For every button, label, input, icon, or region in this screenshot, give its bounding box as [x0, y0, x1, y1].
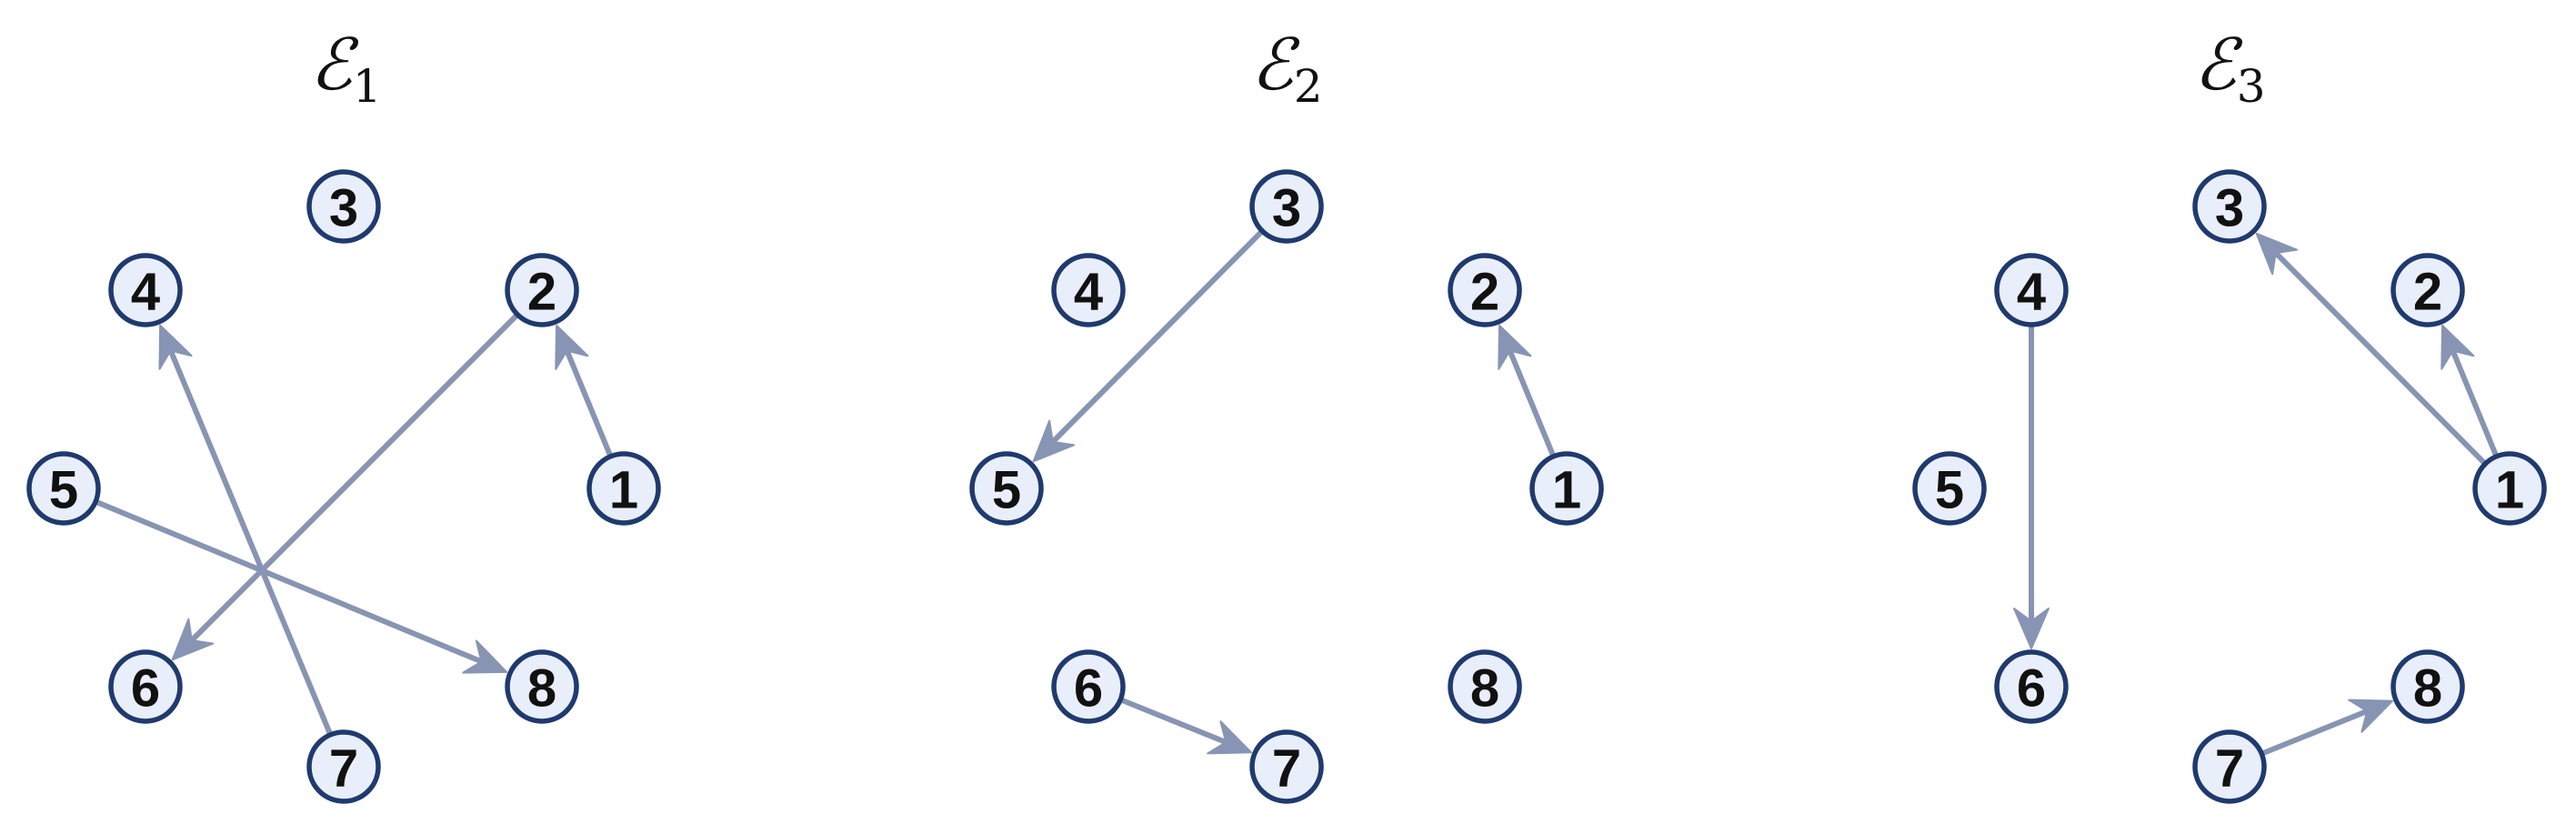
panel-title-sub: 2 — [1293, 60, 1323, 113]
edge-1-to-3 — [2255, 232, 2487, 466]
node-label: 4 — [2017, 263, 2046, 322]
node-3: 3 — [306, 169, 381, 244]
node-label: 5 — [1935, 461, 1964, 520]
node-2: 2 — [2391, 253, 2465, 327]
node-label: 8 — [1470, 659, 1499, 718]
node-label: 6 — [2017, 659, 2046, 718]
node-label: 5 — [49, 461, 78, 520]
panel-title-e2: ℰ2 — [1196, 20, 1378, 132]
node-label: 8 — [2413, 659, 2442, 718]
node-label: 8 — [527, 659, 556, 718]
node-label: 2 — [1470, 263, 1499, 322]
edge-7-to-8 — [2260, 698, 2394, 757]
panel-title-main: ℰ — [1250, 25, 1294, 106]
edge-1-to-2 — [2441, 324, 2499, 458]
node-5: 5 — [26, 451, 101, 526]
node-3: 3 — [1249, 169, 1324, 244]
node-4: 4 — [1051, 253, 1126, 327]
node-4: 4 — [1994, 253, 2069, 327]
panel-title-main: ℰ — [309, 25, 353, 106]
node-5: 5 — [969, 451, 1044, 526]
node-3: 3 — [2192, 169, 2267, 244]
node-label: 5 — [992, 461, 1021, 520]
panel-title-e3: ℰ3 — [2139, 20, 2320, 132]
node-label: 6 — [131, 659, 160, 718]
node-8: 8 — [505, 649, 579, 724]
panel-title-main: ℰ — [2193, 25, 2237, 106]
node-label: 7 — [2215, 739, 2244, 799]
edge-5-to-8 — [94, 499, 508, 674]
node-8: 8 — [1448, 649, 1522, 724]
node-label: 1 — [609, 461, 638, 520]
panel-graph-1: 1 2 3 4 5 6 7 8 — [26, 169, 661, 804]
node-label: 7 — [1272, 739, 1301, 799]
node-label: 6 — [1074, 659, 1103, 718]
node-7: 7 — [1249, 729, 1324, 804]
node-label: 2 — [2413, 263, 2442, 322]
node-label: 3 — [329, 179, 358, 238]
node-label: 3 — [1272, 179, 1301, 238]
node-8: 8 — [2391, 649, 2465, 724]
panel-graph-3: 1 2 3 4 5 6 7 8 — [1912, 169, 2547, 804]
edge-7-to-4 — [158, 324, 333, 737]
edge-4-to-6 — [2013, 324, 2050, 649]
node-6: 6 — [1051, 649, 1126, 724]
node-1: 1 — [1529, 451, 1604, 526]
node-1: 1 — [586, 451, 661, 526]
node-7: 7 — [306, 729, 381, 804]
node-6: 6 — [108, 649, 183, 724]
panel-graph-2: 1 2 3 4 5 6 7 8 — [969, 169, 1604, 804]
node-4: 4 — [108, 253, 183, 327]
node-label: 4 — [1074, 263, 1103, 322]
node-2: 2 — [1448, 253, 1522, 327]
edge-1-to-2 — [555, 324, 613, 458]
edge-3-to-5 — [1032, 229, 1264, 463]
node-label: 1 — [2495, 461, 2524, 520]
node-7: 7 — [2192, 729, 2267, 804]
edge-1-to-2 — [1498, 324, 1556, 458]
node-5: 5 — [1912, 451, 1987, 526]
node-label: 7 — [329, 739, 358, 799]
node-label: 2 — [527, 263, 556, 322]
node-label: 1 — [1552, 461, 1581, 520]
edge-6-to-7 — [1119, 697, 1253, 755]
node-label: 4 — [131, 263, 160, 322]
node-2: 2 — [505, 253, 579, 327]
panel-title-e1: ℰ1 — [255, 20, 436, 132]
node-6: 6 — [1994, 649, 2069, 724]
node-1: 1 — [2472, 451, 2547, 526]
edge-2-to-6 — [171, 313, 519, 661]
panel-title-sub: 3 — [2236, 60, 2266, 113]
node-label: 3 — [2215, 179, 2244, 238]
panel-title-sub: 1 — [352, 60, 382, 113]
